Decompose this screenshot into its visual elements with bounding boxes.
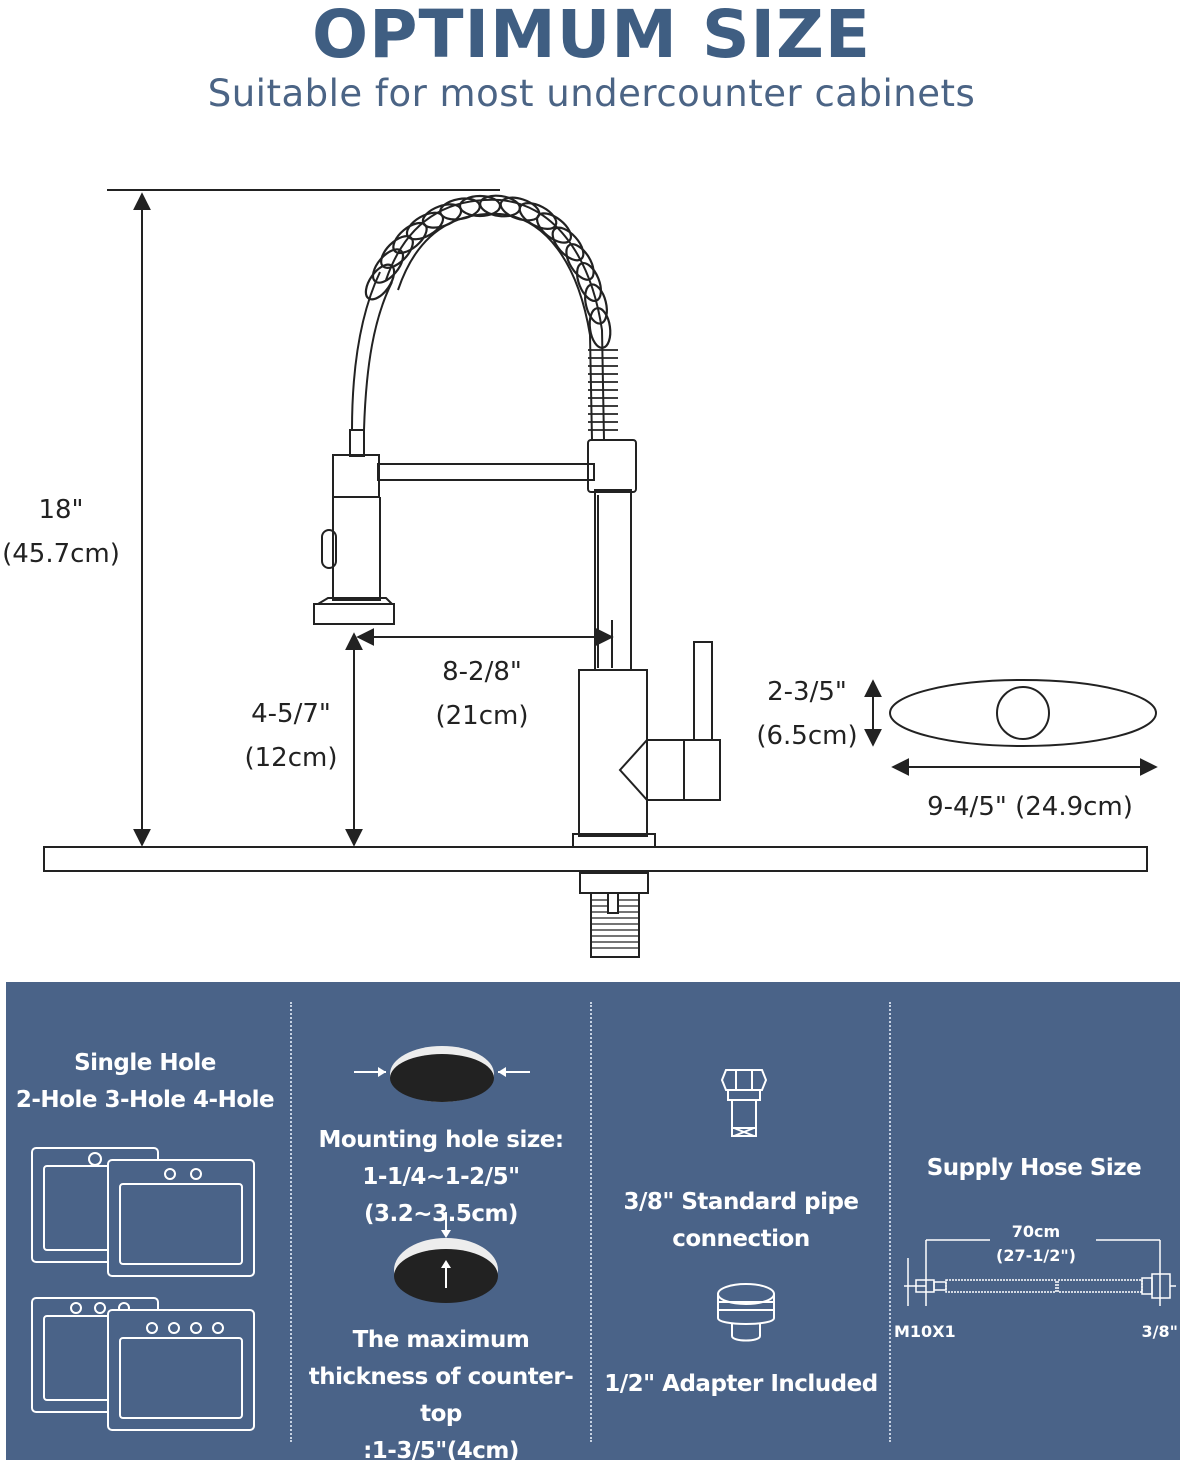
plate-height-label: 2-3/5" (6.5cm) [756,677,858,751]
countertop-thickness-icon [394,1212,498,1303]
countertop-thickness-text: The maximum thickness of counter-top :1-… [308,1327,574,1464]
spout-reach-label: 8-2/8" (21cm) [435,657,529,731]
spout-arm [377,463,595,481]
adapter-icon [717,1283,775,1342]
counter-top [43,846,1148,872]
height-label: 18" (45.7cm) [2,495,120,569]
deck-plate-hole [996,686,1050,740]
features-panel: Single Hole 2-Hole 3-Hole 4-Hole Mountin… [6,982,1180,1464]
plate-width-label: 9-4/5" (24.9cm) [927,792,1133,822]
mounting-shank [579,872,649,894]
hose-length-text: 70cm (27-1/2") [996,1222,1076,1265]
column-divider [590,1002,592,1442]
sprayer-top [332,454,380,498]
mounting-hole-icon [354,1046,530,1102]
adapter-text: 1/2" Adapter Included [604,1371,878,1397]
deck-plate [889,679,1157,747]
faucet-base [578,669,648,837]
supply-hose-title: Supply Hose Size [926,1155,1142,1181]
hole-options-text: Single Hole 2-Hole 3-Hole 4-Hole [15,1050,275,1113]
faucet-diagram [43,189,1158,958]
hose-right-end-label: 3/8" [1141,1322,1178,1341]
pipe-connection-text: 3/8" Standard pipe connection [623,1189,859,1252]
spout-height-label: 4-5/7" (12cm) [244,699,338,773]
hose-left-end-label: M10X1 [894,1322,956,1341]
handle-lever [618,739,685,801]
pipe-fitting-icon [720,1069,768,1137]
mounting-hole-size-text: Mounting hole size: 1-1/4~1-2/5"(3.2~3.5… [318,1127,564,1227]
column-divider [290,1002,292,1442]
sprayer-head [313,603,395,625]
spring-coil [364,194,612,349]
supply-hose-diagram [904,1239,1176,1306]
column-divider [889,1002,891,1442]
page-title: OPTIMUM SIZE [311,0,871,73]
sink-hole-icons [31,1147,255,1431]
page-subtitle: Suitable for most undercounter cabinets [207,72,976,115]
